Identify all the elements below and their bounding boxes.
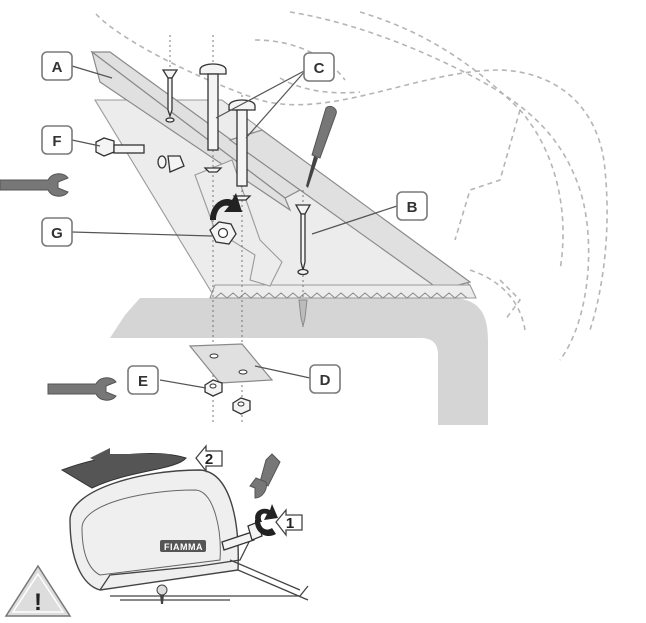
hex-nut-e1 [204, 379, 223, 397]
mounting-rail [228, 129, 472, 291]
leader-lines [71, 65, 398, 389]
step-2-marker: 2 [195, 444, 223, 473]
step-2-label: 2 [205, 451, 213, 468]
callout-d: D [309, 364, 341, 394]
channel-profile [214, 292, 468, 299]
warning-icon: ! [4, 564, 72, 617]
wrench-icon [249, 453, 281, 499]
wrench-icon [0, 173, 69, 197]
carriage-bolt-1 [199, 63, 227, 151]
washer-small [165, 117, 175, 123]
screwdriver-icon [306, 105, 337, 188]
brand-logo: FIAMMA [164, 542, 203, 552]
hex-bolt-f [95, 137, 185, 173]
warning-symbol: ! [34, 589, 42, 616]
callout-b-label: B [407, 199, 418, 216]
vehicle-wall-section [110, 298, 488, 425]
callout-g: G [41, 217, 73, 247]
backing-plate-d [188, 343, 274, 384]
wood-screw-b [294, 204, 312, 276]
cassette-body [69, 469, 239, 591]
callout-e-label: E [138, 373, 148, 390]
callout-a-label: A [52, 59, 63, 76]
awning-cassette-detail: FIAMMA [60, 453, 309, 604]
callout-b: B [396, 191, 428, 221]
hex-nut-e2 [232, 397, 251, 415]
wrench-icon [47, 377, 117, 401]
step-1-label: 1 [286, 515, 294, 532]
screw-small [161, 69, 179, 119]
callout-c: C [303, 52, 335, 82]
callout-f: F [41, 125, 73, 155]
vehicle-outline [95, 11, 608, 361]
callout-f-label: F [52, 133, 61, 150]
slide-arrow-icon [90, 448, 170, 468]
brand-badge [160, 540, 206, 552]
callout-c-label: C [314, 60, 325, 77]
callout-d-label: D [320, 372, 331, 389]
callout-e: E [127, 365, 159, 395]
callout-a: A [41, 51, 73, 81]
callout-g-label: G [51, 225, 63, 242]
step-1-marker: 1 [275, 508, 303, 537]
rotate-arrow-icon [255, 504, 278, 522]
hex-nut-g [209, 221, 237, 245]
rotate-arrow-icon [210, 193, 242, 220]
